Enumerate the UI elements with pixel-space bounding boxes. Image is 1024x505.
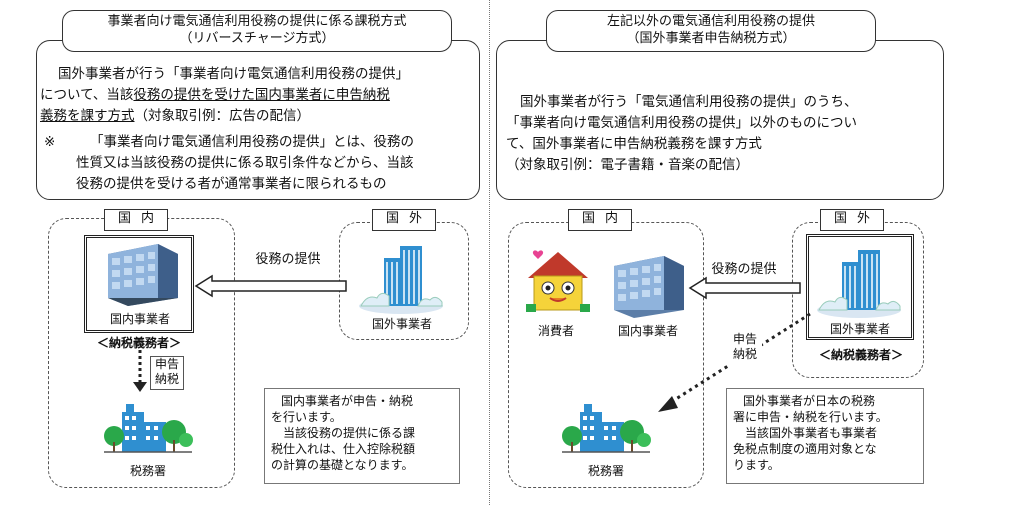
right-service-arrow-label: 役務の提供: [711, 262, 777, 277]
tax-office-icon: [104, 404, 193, 453]
right-title: 左記以外の電気通信利用役務の提供 （国外事業者申告納税方式）: [546, 10, 876, 52]
left-body-line3b: （対象取引例：広告の配信）: [134, 108, 311, 124]
right-taxpayer-label: ＜納税義務者＞: [818, 348, 903, 362]
left-note-line2: 性質又は当該役務の提供に係る取引条件などから、当該: [76, 155, 414, 171]
left-note-mark: ※: [44, 134, 56, 150]
right-body-line1: 国外事業者が行う「電気通信利用役務の提供」のうち、: [520, 94, 858, 110]
left-note-line3: 役務の提供を受ける者が通常事業者に限られるもの: [76, 176, 387, 192]
left-body-line3a: 義務を課す方式: [40, 108, 135, 124]
right-foreign-business-label: 国外事業者: [829, 322, 890, 336]
left-info-line: を行います。: [271, 410, 342, 424]
right-tag-foreign: 国外: [820, 209, 884, 231]
right-body-line4: （対象取引例：電子書籍・音楽の配信）: [506, 157, 749, 173]
right-filing-line1: 申告: [732, 332, 757, 346]
right-title-line1: 左記以外の電気通信利用役務の提供: [606, 14, 815, 29]
tax-office-icon: [562, 404, 651, 453]
left-service-arrow-label: 役務の提供: [255, 252, 321, 267]
left-info-note: 国内事業者が申告・納税 を行います。 当該役務の提供に係る課 税仕入れは、仕入控…: [264, 388, 460, 484]
right-service-arrow-icon: [688, 276, 801, 300]
left-info-line: 国内事業者が申告・納税: [281, 394, 414, 408]
left-tag-foreign: 国外: [372, 209, 436, 231]
right-body-line2: 「事業者向け電気通信利用役務の提供」以外のものについ: [506, 115, 857, 131]
right-info-line: 国外事業者が日本の税務: [743, 394, 876, 408]
left-info-line: 税仕入れは、仕入控除税額: [271, 442, 416, 456]
right-title-line2: （国外事業者申告納税方式）: [626, 31, 796, 46]
left-filing-line2: 納税: [154, 372, 179, 386]
right-info-note: 国外事業者が日本の税務 署に申告・納税を行います。 当該国外事業者も事業者 免税…: [726, 388, 924, 484]
right-info-line: ります。: [733, 458, 780, 472]
left-note-line1: 「事業者向け電気通信利用役務の提供」とは、役務の: [90, 134, 414, 150]
left-filing-box: 申告 納税: [150, 356, 184, 390]
left-body-line1: 国外事業者が行う「事業者向け電気通信利用役務の提供」: [58, 66, 409, 82]
right-info-line: 当該国外事業者も事業者: [733, 426, 878, 440]
consumer-house-icon: [526, 250, 590, 312]
left-body-line3: 義務を課す方式（対象取引例：広告の配信）: [40, 106, 310, 126]
right-info-line: 署に申告・納税を行います。: [733, 410, 888, 424]
left-title: 事業者向け電気通信利用役務の提供に係る課税方式 （リバースチャージ方式）: [62, 10, 452, 52]
left-domestic-business-label: 国内事業者: [109, 312, 170, 326]
left-filing-line1: 申告: [154, 357, 179, 371]
right-domestic-business-label: 国内事業者: [617, 324, 678, 338]
right-filing-line2: 納税: [732, 347, 757, 361]
right-filing-box: 申告 納税: [728, 332, 762, 366]
left-body-line2: について、当該役務の提供を受けた国内事業者に申告納税: [40, 85, 390, 105]
right-foreign-business-frame: [806, 234, 914, 340]
left-domestic-business-frame: [84, 235, 194, 333]
left-taxpayer-label: ＜納税義務者＞: [96, 336, 181, 350]
left-title-line1: 事業者向け電気通信利用役務の提供に係る課税方式: [107, 14, 407, 29]
foreign-office-building-icon: [817, 250, 901, 318]
left-title-line2: （リバースチャージ方式）: [179, 31, 335, 46]
left-tag-domestic: 国内: [104, 209, 168, 231]
foreign-office-building-icon: [359, 246, 443, 314]
left-info-line: 当該役務の提供に係る課: [271, 426, 416, 440]
left-info-line: の計算の基礎となります。: [271, 458, 414, 472]
office-building-icon: [108, 244, 178, 306]
left-service-arrow-icon: [194, 274, 347, 298]
right-tag-domestic: 国内: [568, 209, 632, 231]
right-tax-office-label: 税務署: [587, 464, 624, 478]
center-divider: [489, 0, 490, 505]
left-body-line2b: 役務の提供を受けた国内事業者に申告納税: [133, 87, 390, 103]
left-body-line2a: について、当該: [40, 87, 134, 103]
office-building-icon: [614, 256, 684, 318]
right-consumer-label: 消費者: [537, 324, 574, 338]
right-body-line3: て、国外事業者に申告納税義務を課す方式: [506, 136, 762, 152]
left-foreign-business-label: 国外事業者: [371, 317, 432, 331]
right-info-line: 免税点制度の適用対象とな: [733, 442, 877, 456]
left-filing-arrow-icon: [133, 350, 147, 392]
left-tax-office-label: 税務署: [129, 464, 166, 478]
